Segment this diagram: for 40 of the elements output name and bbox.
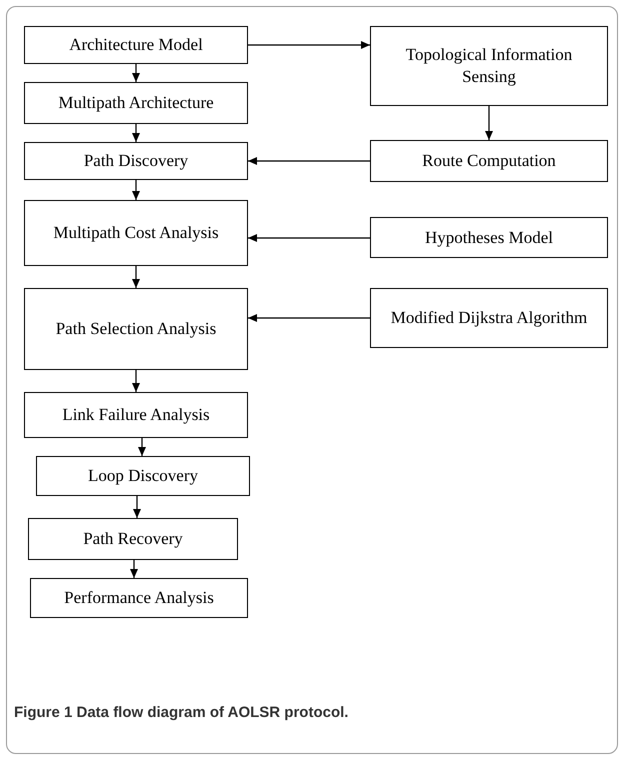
box-label: Multipath Cost Analysis bbox=[53, 222, 219, 244]
arrow bbox=[132, 64, 140, 82]
process-box bbox=[24, 26, 248, 64]
process-box bbox=[370, 140, 608, 182]
process-box bbox=[28, 518, 238, 560]
arrow bbox=[485, 106, 493, 140]
arrow bbox=[130, 560, 138, 578]
arrow bbox=[138, 438, 146, 456]
process-box bbox=[370, 288, 608, 348]
process-box bbox=[24, 392, 248, 438]
process-box bbox=[30, 578, 248, 618]
box-label: Modified Dijkstra Algorithm bbox=[390, 307, 588, 329]
process-box bbox=[24, 200, 248, 266]
process-box bbox=[370, 217, 608, 258]
box-label: Path Selection Analysis bbox=[56, 318, 216, 340]
box-label: Topological Information Sensing bbox=[404, 44, 574, 88]
process-box bbox=[24, 82, 248, 124]
box-label: Multipath Architecture bbox=[58, 92, 214, 114]
box-label: Loop Discovery bbox=[88, 465, 198, 487]
figure-caption: Figure 1 Data flow diagram of AOLSR protocol. bbox=[14, 703, 348, 723]
box-label: Route Computation bbox=[422, 150, 556, 172]
arrow bbox=[132, 266, 140, 288]
process-box bbox=[36, 456, 250, 496]
arrow bbox=[248, 157, 370, 165]
process-box bbox=[370, 26, 608, 106]
process-box bbox=[24, 288, 248, 370]
arrow bbox=[248, 234, 370, 242]
process-box bbox=[24, 142, 248, 180]
arrow bbox=[132, 370, 140, 392]
box-label: Performance Analysis bbox=[64, 587, 214, 609]
box-label: Path Recovery bbox=[83, 528, 183, 550]
box-label: Hypotheses Model bbox=[425, 226, 553, 248]
box-label: Path Discovery bbox=[84, 150, 188, 172]
arrow bbox=[248, 314, 370, 322]
arrow bbox=[132, 180, 140, 200]
box-label: Link Failure Analysis bbox=[62, 404, 210, 426]
arrow bbox=[133, 496, 141, 518]
box-label: Architecture Model bbox=[69, 34, 203, 56]
arrow bbox=[132, 124, 140, 142]
arrow bbox=[248, 41, 370, 49]
